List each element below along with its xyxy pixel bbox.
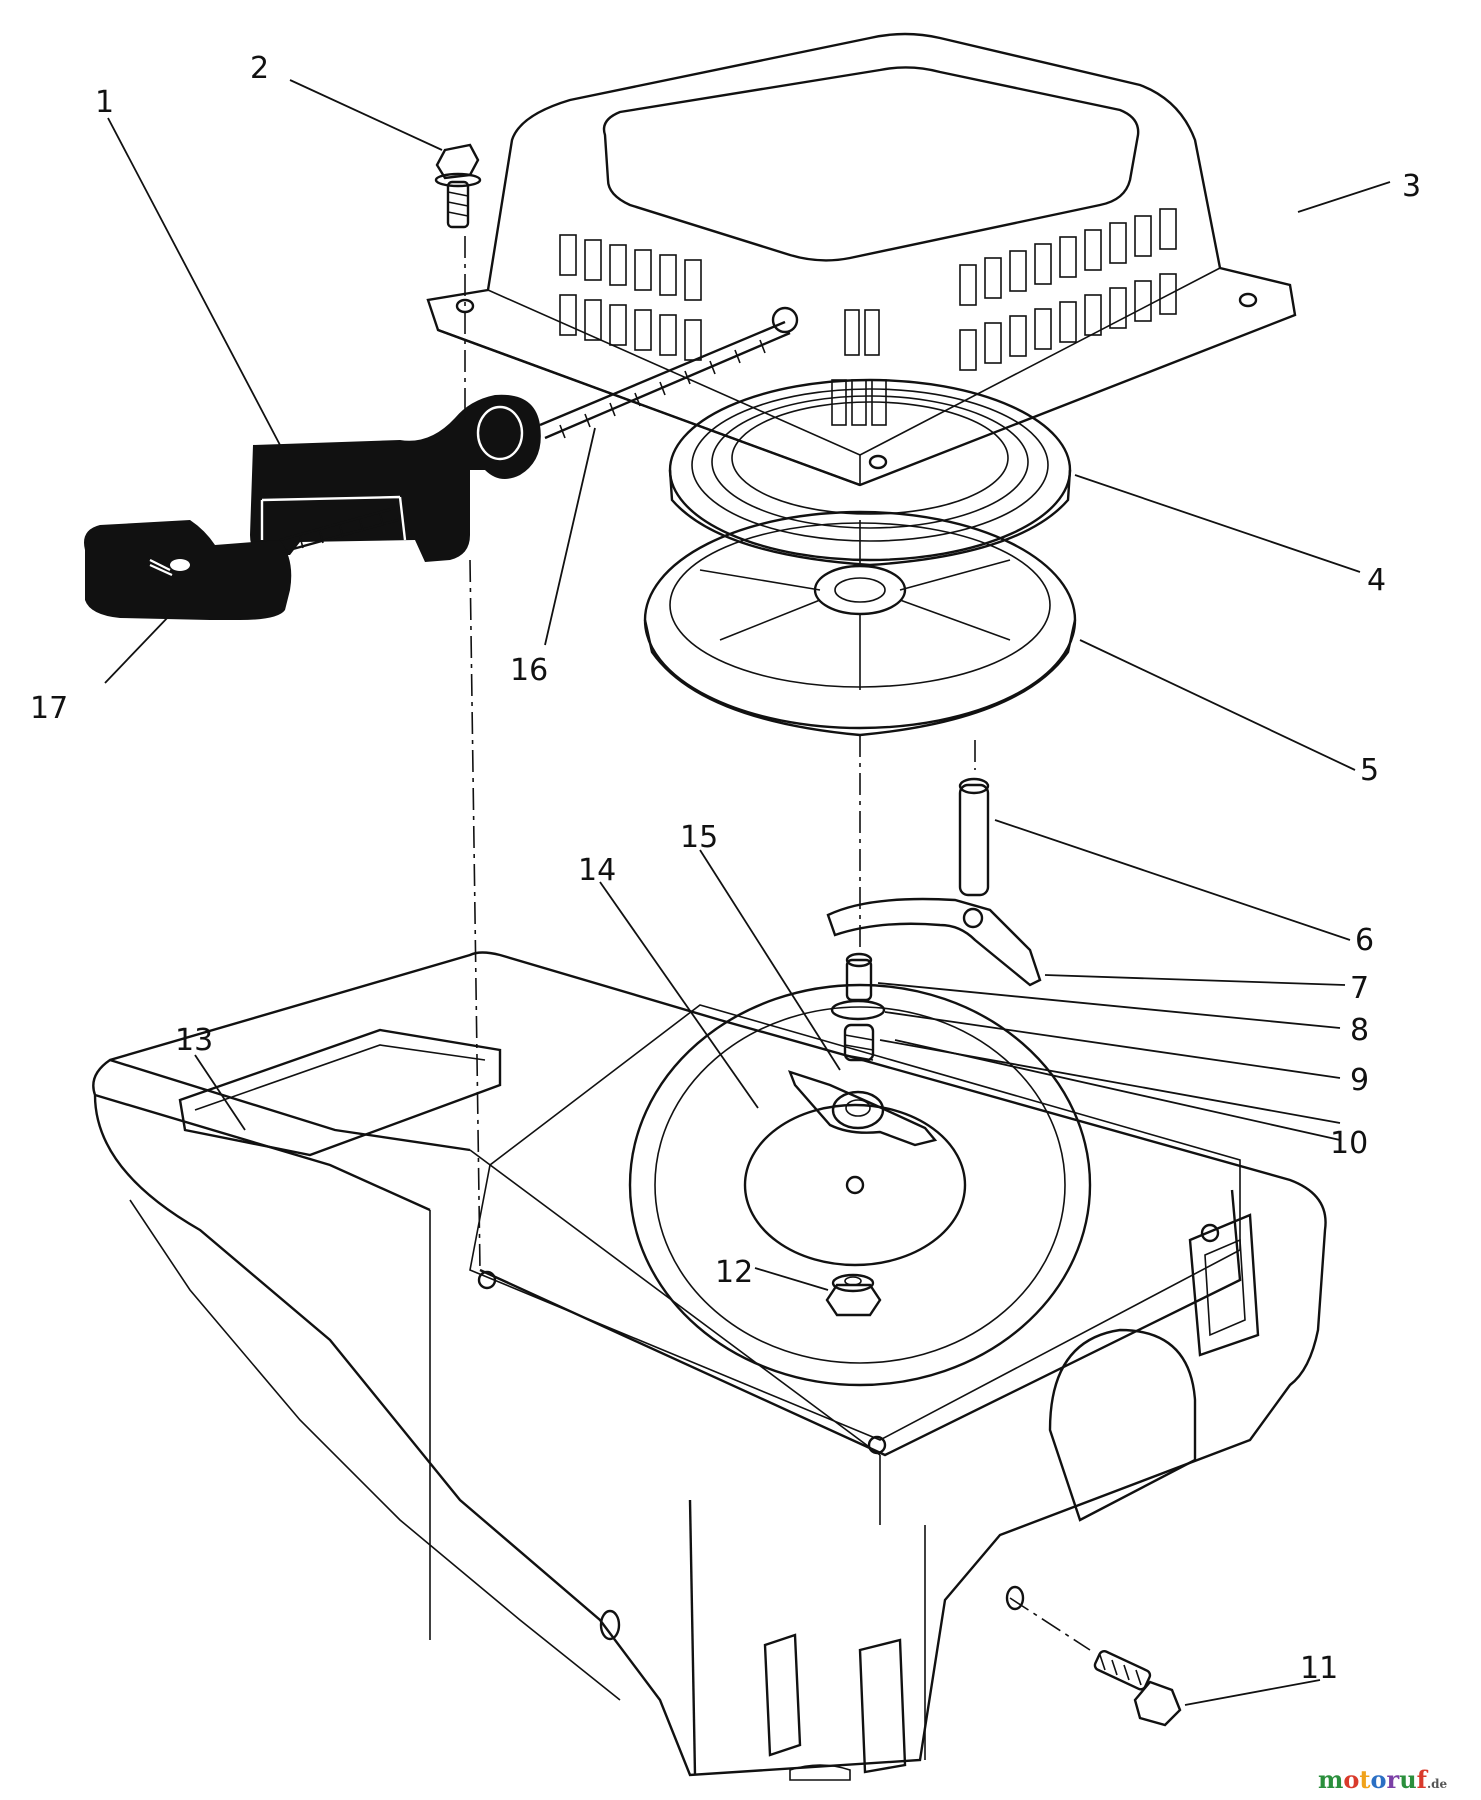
flange-nut	[825, 1273, 882, 1317]
rope-handle	[250, 394, 541, 562]
callout-5: 5	[1360, 753, 1379, 788]
callout-15: 15	[680, 820, 718, 855]
handle-insert	[84, 506, 399, 620]
starter-rope	[539, 320, 791, 440]
callout-6: 6	[1355, 923, 1374, 958]
callout-4: 4	[1367, 563, 1386, 598]
starter-cup-flange	[743, 1103, 967, 1267]
callout-13: 13	[175, 1023, 213, 1058]
callout-12: 12	[715, 1255, 753, 1290]
leader-lines	[104, 79, 1391, 1706]
callout-9: 9	[1350, 1063, 1369, 1098]
callout-7: 7	[1350, 971, 1369, 1006]
svg-text:motoruf.de: motoruf.de	[1318, 1765, 1448, 1794]
pawl	[826, 897, 1042, 987]
starter-housing-cover	[426, 32, 1297, 487]
watermark-logo: motoruf.de	[1318, 1765, 1448, 1794]
callout-3: 3	[1402, 169, 1421, 204]
spring-stack	[830, 952, 886, 1062]
hex-screw	[1093, 1649, 1182, 1727]
callout-14: 14	[578, 853, 616, 888]
pin	[958, 777, 990, 897]
hex-bolt	[434, 143, 482, 229]
callout-10: 10	[1330, 1126, 1368, 1161]
callout-8: 8	[1350, 1013, 1369, 1048]
engine-shroud-housing	[92, 951, 1327, 1781]
rope-pulley	[643, 510, 1077, 737]
pawl-plate	[787, 1070, 938, 1147]
callout-2: 2	[250, 51, 269, 86]
alignment-lines	[464, 236, 1091, 1651]
callout-16: 16	[510, 653, 548, 688]
callout-11: 11	[1300, 1651, 1338, 1686]
callout-17: 17	[30, 691, 68, 726]
recoil-spring	[668, 378, 1072, 567]
callout-1: 1	[95, 85, 114, 120]
